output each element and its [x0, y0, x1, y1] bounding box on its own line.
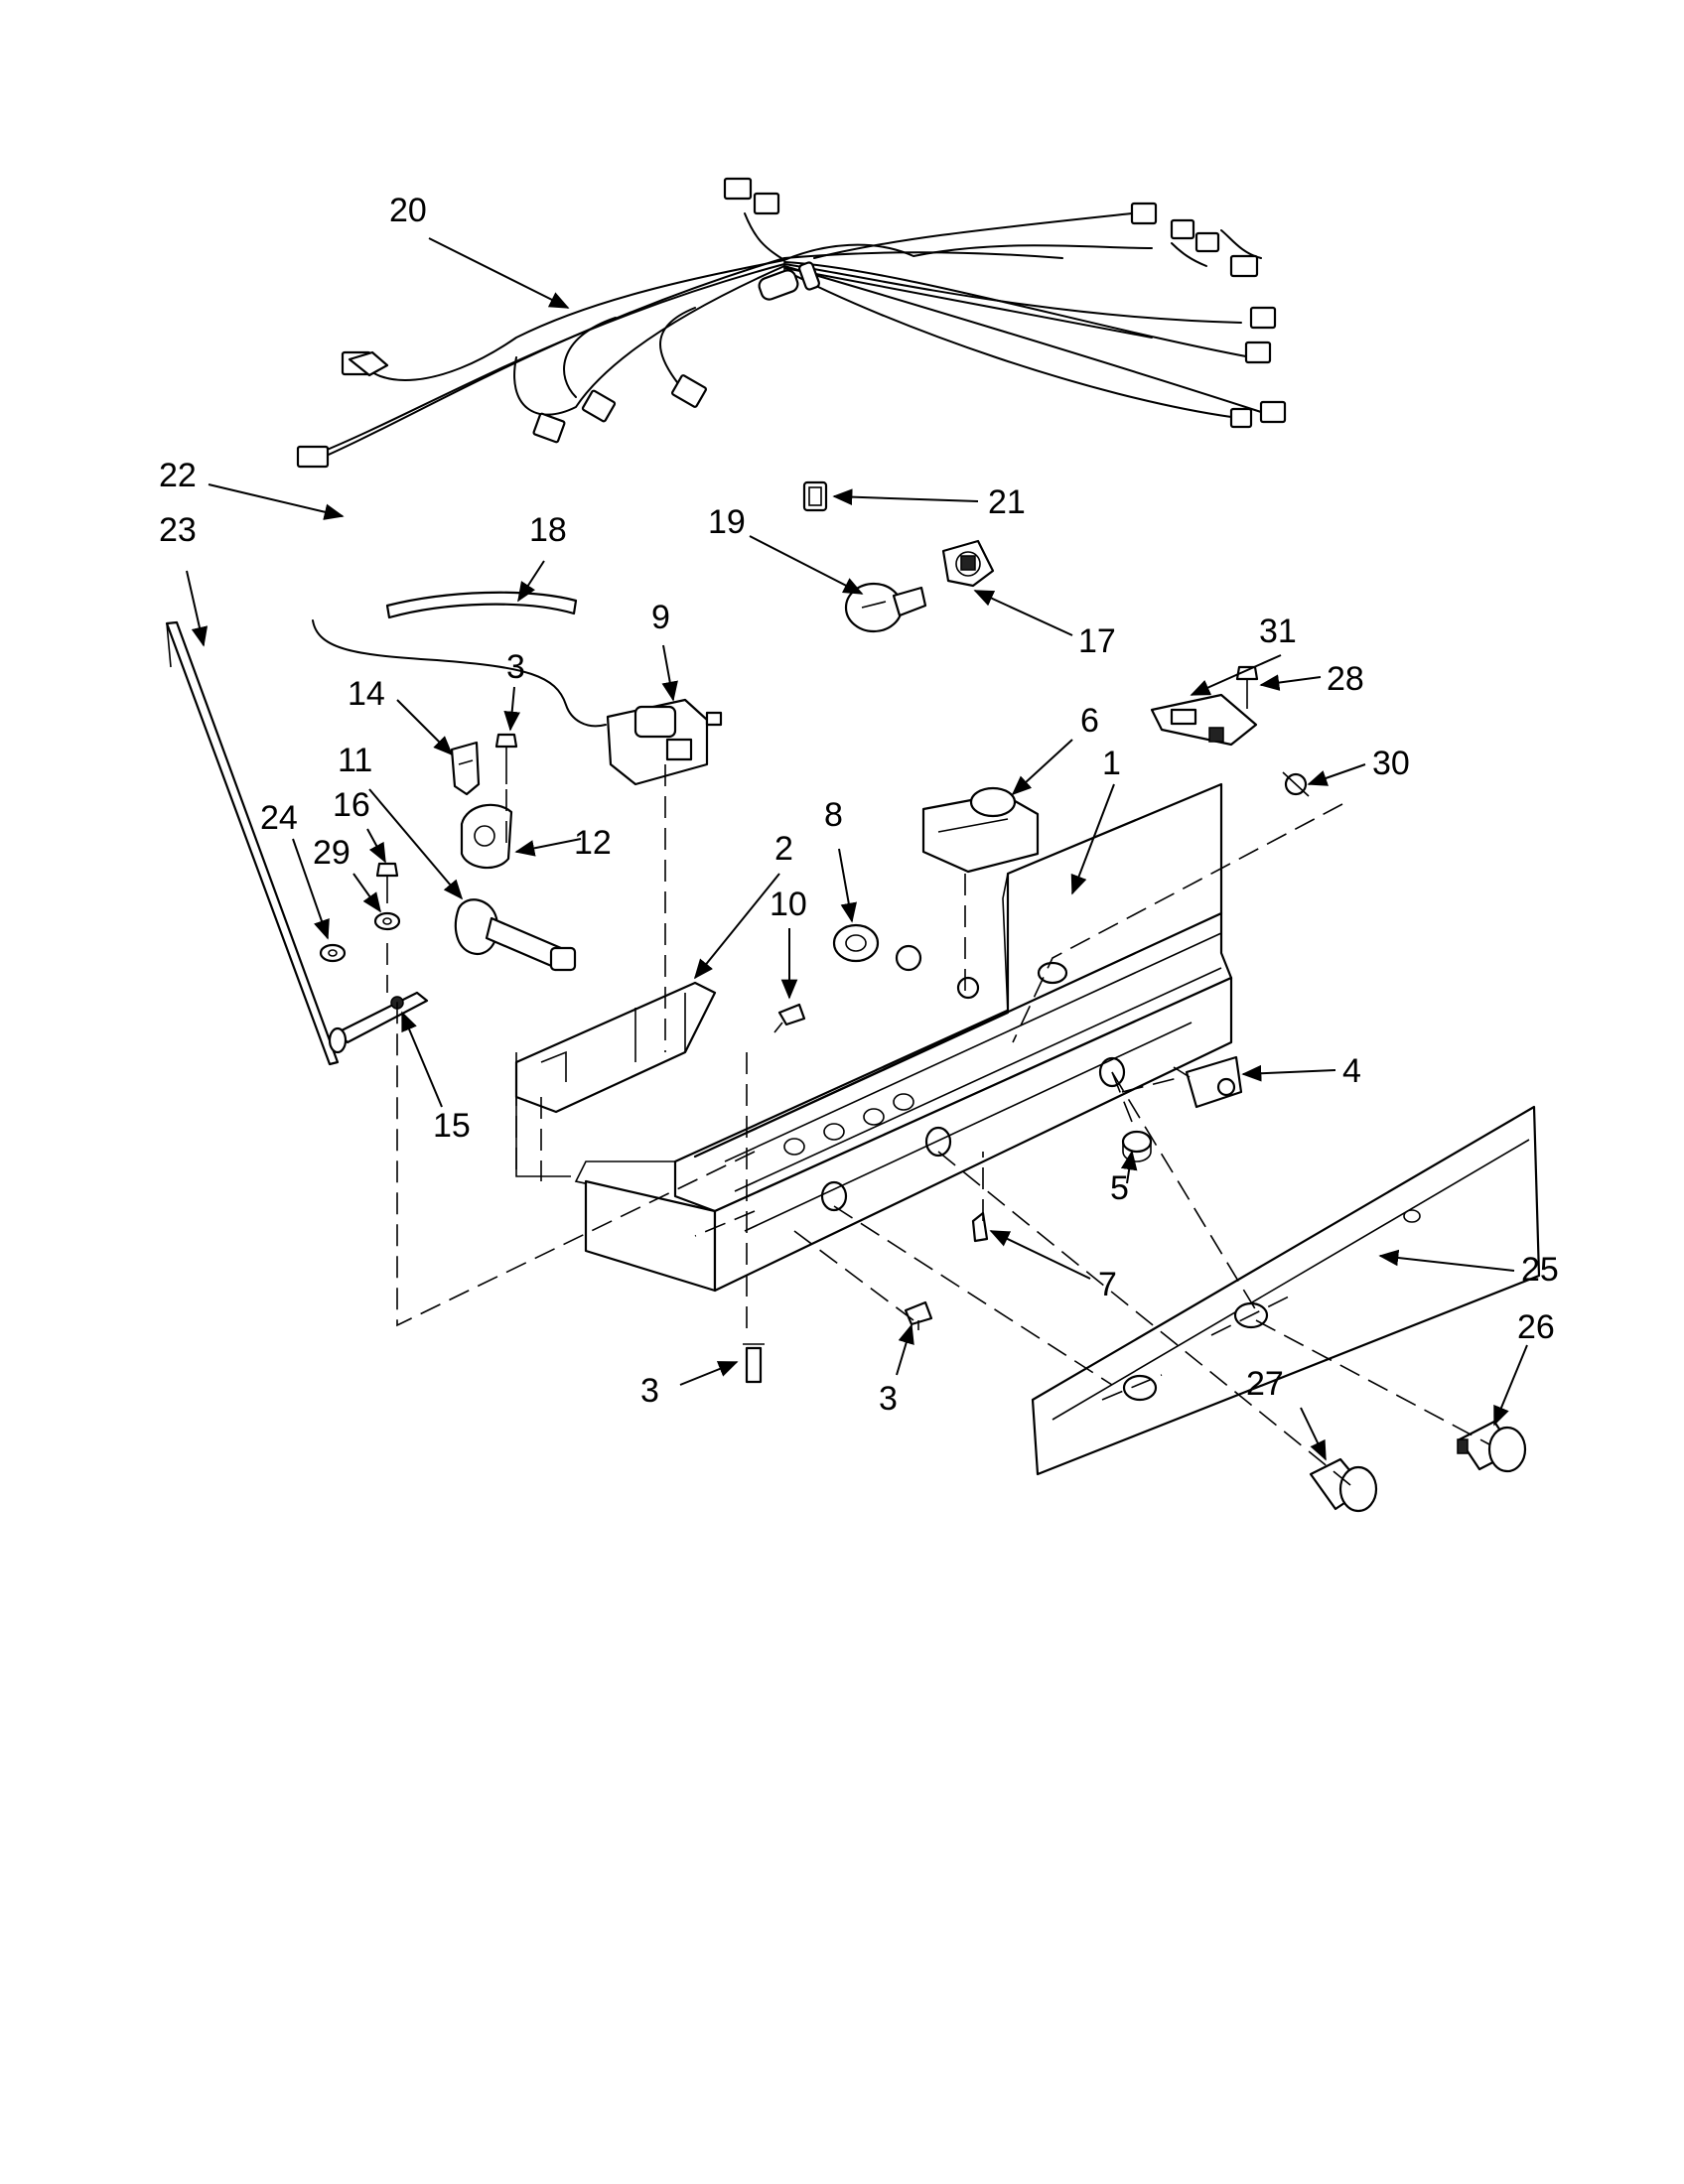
callout-28: 28 — [1327, 660, 1364, 698]
callout-17: 17 — [1078, 622, 1116, 660]
callout-25: 25 — [1521, 1251, 1559, 1289]
washer-part-24 — [319, 943, 347, 963]
knob-part-26 — [1457, 1420, 1527, 1473]
callout-11: 11 — [338, 742, 372, 779]
screw-part-3-top — [494, 733, 518, 784]
bracket-part-14 — [450, 741, 481, 796]
clip-part-30 — [1282, 771, 1310, 797]
callout-14: 14 — [348, 675, 385, 713]
knob-part-27 — [1309, 1457, 1378, 1513]
leader-lines — [186, 237, 1528, 1461]
callout-4: 4 — [1342, 1052, 1361, 1090]
callout-31: 31 — [1259, 613, 1297, 650]
callout-30: 30 — [1372, 745, 1410, 782]
callout-1: 1 — [1102, 745, 1121, 782]
screw-part-3-bottom-left — [743, 1343, 765, 1384]
callout-15: 15 — [433, 1107, 471, 1145]
callout-2: 2 — [774, 830, 793, 868]
callout-3-left: 3 — [640, 1372, 659, 1410]
callout-18: 18 — [529, 511, 567, 549]
washer-part-29 — [373, 911, 401, 931]
bracket-part-12 — [460, 803, 513, 870]
callout-3-right: 3 — [879, 1380, 898, 1418]
screw-part-10 — [773, 1003, 806, 1033]
tube-part-18 — [385, 591, 578, 619]
light-bulb-part-19 — [844, 582, 927, 633]
grommet-part-8 — [832, 923, 880, 963]
bracket-part-2 — [514, 981, 717, 1177]
wire-harness — [296, 177, 1287, 469]
clip-part-22 — [348, 350, 389, 377]
callout-7: 7 — [1098, 1266, 1117, 1303]
lamp-socket-part-17 — [941, 539, 995, 588]
control-part-11 — [454, 898, 577, 972]
switch-part-31 — [1150, 693, 1258, 747]
callout-9: 9 — [651, 599, 670, 636]
link-part-15 — [328, 991, 429, 1054]
callout-24: 24 — [260, 799, 298, 837]
timer-part-6 — [921, 786, 1040, 874]
callout-16: 16 — [333, 786, 370, 824]
screw-part-7 — [971, 1211, 989, 1243]
callout-29: 29 — [313, 834, 351, 872]
clip-part-21 — [802, 480, 828, 512]
callout-26: 26 — [1517, 1308, 1555, 1346]
callout-6: 6 — [1080, 702, 1099, 740]
callout-labels: 20 22 23 21 19 18 17 9 31 28 30 14 3 6 1… — [159, 192, 1559, 1418]
callout-8: 8 — [824, 796, 843, 834]
callout-20: 20 — [389, 192, 427, 229]
callout-10: 10 — [770, 886, 807, 923]
button-part-5 — [1121, 1130, 1153, 1162]
control-panel-part-25 — [1031, 1105, 1541, 1476]
callout-5: 5 — [1110, 1169, 1129, 1207]
callout-21: 21 — [988, 483, 1026, 521]
screw-part-16 — [375, 862, 399, 903]
callout-19: 19 — [708, 503, 746, 541]
switch-part-9 — [312, 619, 723, 786]
callout-27: 27 — [1246, 1365, 1284, 1403]
callout-12: 12 — [574, 824, 612, 862]
callout-22: 22 — [159, 457, 197, 494]
callout-3-top: 3 — [506, 648, 525, 686]
rod-part-23 — [165, 620, 340, 1066]
callout-23: 23 — [159, 511, 197, 549]
assembly-lines — [386, 764, 1490, 1490]
switch-part-4 — [1173, 1055, 1243, 1109]
